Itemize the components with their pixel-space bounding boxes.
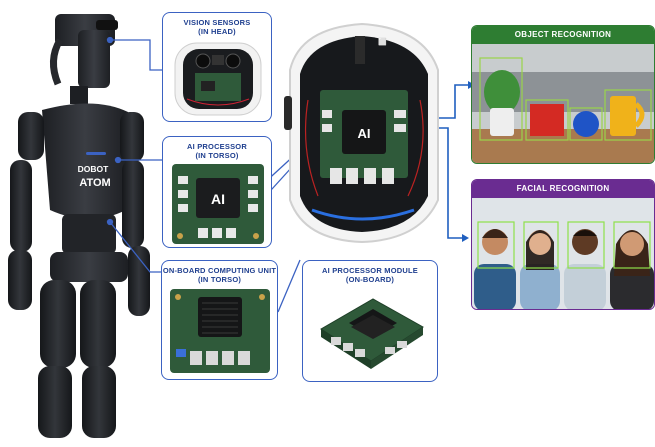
object-recognition-panel: OBJECT RECOGNITION (471, 25, 655, 164)
object-recognition-title: OBJECT RECOGNITION (472, 26, 654, 44)
face-1 (474, 221, 516, 309)
robot-arms (8, 112, 150, 316)
svg-text:⬜: ⬜ (378, 37, 387, 46)
ai-module-board (320, 298, 424, 369)
ai-processor-title-line2: (IN TORSO) (195, 151, 239, 160)
head-chip-label: AI (358, 126, 371, 141)
robot-name-line1: DOBOT (78, 164, 110, 174)
facial-recognition-title: FACIAL RECOGNITION (472, 180, 654, 198)
ai-processor-chip-label: AI (211, 191, 225, 207)
vision-title-line1: VISION SENSORS (183, 18, 251, 27)
computing-unit-board (170, 289, 270, 373)
ai-processor-callout: AI PROCESSOR (IN TORSO) AI (162, 136, 272, 248)
robot-legs (38, 280, 116, 438)
facial-recognition-panel: FACIAL RECOGNITION (471, 179, 655, 310)
computing-unit-callout: ON-BOARD COMPUTING UNIT (IN TORSO) (161, 260, 278, 380)
module-title-line1: AI PROCESSOR MODULE (322, 266, 418, 275)
computing-title-line2: (IN TORSO) (197, 275, 242, 284)
ai-processor-board: AI (172, 164, 264, 244)
face-4 (610, 221, 654, 309)
vision-sensors-callout: VISION SENSORS (IN HEAD) (162, 12, 272, 122)
module-title-line2: (ON-BOARD) (345, 275, 395, 284)
robot-torso (42, 103, 128, 282)
head-sensor-image (174, 42, 262, 116)
robot-name-line2: ATOM (79, 177, 110, 189)
face-3 (564, 221, 606, 309)
faces-scene (472, 198, 654, 309)
face-2 (520, 221, 560, 309)
computing-title-line1: ON-BOARD COMPUTING UNIT (162, 266, 277, 275)
ai-processor-title-line1: AI PROCESSOR (187, 142, 247, 151)
object-scene (472, 44, 654, 163)
ai-module-callout: AI PROCESSOR MODULE (ON-BOARD) (302, 260, 438, 382)
vision-title-line2: (IN HEAD) (198, 27, 236, 36)
